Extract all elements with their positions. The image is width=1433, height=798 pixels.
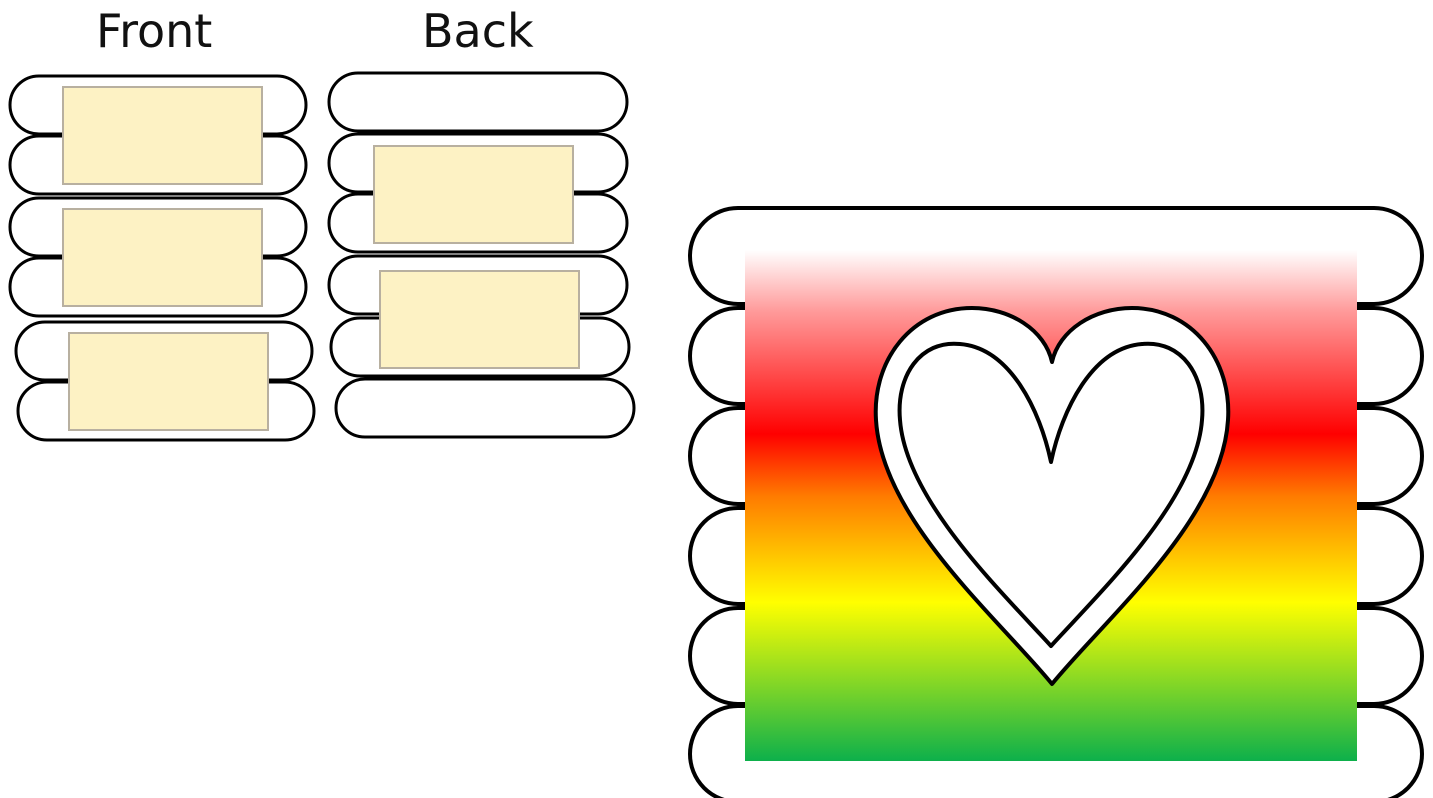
back-panel [329,73,634,437]
front-panel [10,76,314,440]
tape-strip [63,209,262,306]
tape-strip [69,333,268,430]
tape-strip [380,271,579,368]
back-sticks [329,73,634,437]
finished-panel [690,208,1422,798]
tape-strip [374,146,573,243]
back-stick [329,73,627,131]
tape-strip [63,87,262,184]
front-tapes [63,87,268,430]
back-stick [336,379,634,437]
